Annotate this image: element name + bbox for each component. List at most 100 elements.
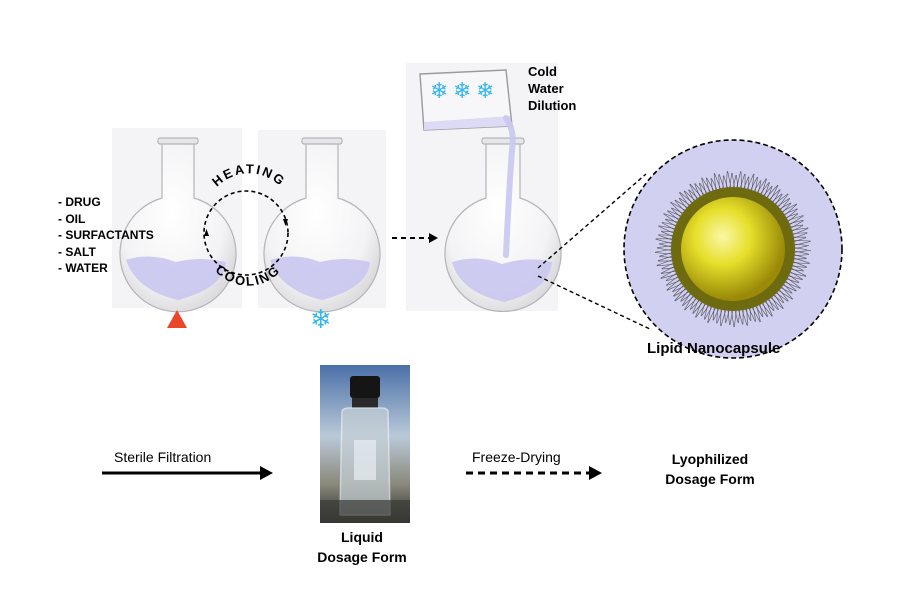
- surfactant-tail: [739, 173, 745, 190]
- surfactant-tail: [785, 215, 804, 222]
- ingredient-item: - OIL: [58, 211, 86, 226]
- surfactant-tail: [747, 306, 756, 322]
- surfactant-tail: [784, 279, 797, 292]
- surfactant-tail: [779, 198, 791, 212]
- surfactant-tail: [658, 234, 675, 236]
- surfactant-tail: [666, 275, 680, 286]
- surfactant-tail: [698, 183, 704, 197]
- surfactant-tail: [684, 297, 698, 311]
- surfactant-tail: [674, 290, 691, 302]
- surfactant-tail: [792, 250, 809, 255]
- surfactant-tail: [772, 189, 781, 204]
- surfactant-tail: [788, 270, 803, 280]
- surfactant-tail: [660, 273, 679, 279]
- surfactant-tail: [700, 301, 706, 316]
- surfactant-tail: [775, 198, 790, 208]
- surfactant-tail: [670, 202, 684, 216]
- surfactant-tail: [682, 291, 692, 306]
- surfactant-tail: [785, 276, 801, 289]
- surfactant-tail: [679, 197, 692, 207]
- surfactant-tail: [689, 183, 703, 198]
- surfactant-tail: [792, 232, 808, 240]
- surfactant-tail: [673, 288, 688, 297]
- surfactant-tail: [665, 272, 678, 281]
- surfactant-tail: [701, 177, 712, 194]
- surfactant-tail: [674, 286, 687, 301]
- surfactant-tail: [694, 183, 706, 197]
- surfactant-tail: [792, 240, 811, 242]
- surfactant-tail: [760, 301, 773, 317]
- surfactant-tail: [684, 190, 697, 202]
- surfactant-tail: [788, 215, 804, 226]
- surfactant-tail: [792, 258, 807, 260]
- surfactant-tail: [754, 304, 763, 317]
- surfactant-tail: [666, 276, 681, 282]
- surfactant-tail: [680, 292, 693, 302]
- surfactant-tail: [701, 177, 707, 196]
- surfactant-tail: [786, 213, 799, 223]
- surfactant-tail: [682, 295, 696, 307]
- surfactant-tail: [744, 307, 751, 321]
- surfactant-tail: [658, 225, 676, 235]
- surfactant-tail: [661, 270, 678, 275]
- surfactant-tail: [756, 304, 761, 323]
- surfactant-tail: [667, 210, 681, 222]
- water-stream: [503, 115, 516, 258]
- lyophilized-dosage-form-label: Lyophilized Dosage Form: [620, 449, 800, 489]
- surfactant-tail: [713, 173, 717, 192]
- surfactant-tail: [661, 230, 676, 233]
- surfactant-tail: [659, 252, 674, 257]
- surfactant-tail: [661, 267, 676, 270]
- surfactant-tail: [671, 207, 685, 215]
- surfactant-tail: [694, 183, 701, 199]
- surfactant-tail: [762, 185, 773, 197]
- surfactant-tail: [720, 308, 727, 327]
- surfactant-tail: [757, 180, 762, 195]
- surfactant-tail: [760, 178, 767, 197]
- surfactant-tail: [692, 301, 704, 314]
- dilution-line: Cold: [528, 64, 557, 79]
- liquid-line: Dosage Form: [317, 549, 407, 565]
- surfactant-tail: [785, 208, 798, 220]
- freeze-drying-label: Freeze-Drying: [472, 449, 561, 465]
- surfactant-tail: [754, 177, 759, 194]
- surfactant-tail: [724, 308, 726, 323]
- surfactant-tail: [782, 282, 793, 294]
- surfactant-tail: [756, 178, 767, 194]
- surfactant-tail: [705, 177, 710, 194]
- surfactant-tail: [734, 308, 737, 328]
- surfactant-tail: [703, 303, 709, 320]
- surfactant-tail: [791, 262, 810, 264]
- snowflake-icon: ❄: [310, 305, 332, 335]
- surfactant-tail: [711, 178, 719, 192]
- lipid-nanocapsule: [623, 139, 843, 359]
- surfactant-tail: [672, 281, 683, 292]
- surfactant-tail: [660, 265, 676, 274]
- surfactant-tail: [716, 307, 719, 324]
- surfactant-tail: [684, 294, 694, 311]
- surfactant-tail: [680, 289, 690, 302]
- surfactant-tail: [655, 238, 674, 245]
- surfactant-tail: [752, 305, 756, 322]
- surfactant-tail: [727, 171, 732, 190]
- surfactant-tail: [791, 260, 807, 268]
- surfactant-tail: [759, 302, 764, 317]
- surfactant-tail: [792, 241, 811, 246]
- surfactant-tail: [759, 182, 770, 196]
- sterile-filtration-arrow-head: [260, 466, 273, 480]
- surfactant-tail: [701, 304, 710, 317]
- surfactant-tail: [792, 245, 808, 250]
- surfactant-tail: [714, 173, 722, 191]
- surfactant-tail: [763, 182, 770, 198]
- surfactant-tail: [692, 298, 700, 314]
- surfactant-tail: [661, 262, 675, 269]
- surfactant-tail: [670, 201, 687, 212]
- surfactant-tail: [787, 219, 804, 225]
- surfactant-tail: [732, 174, 737, 190]
- surfactant-tail: [792, 253, 807, 259]
- surfactant-tail: [663, 213, 679, 225]
- surfactant-tail: [731, 172, 736, 190]
- lyophilized-line: Lyophilized: [671, 451, 749, 467]
- surfactant-tail: [656, 263, 675, 267]
